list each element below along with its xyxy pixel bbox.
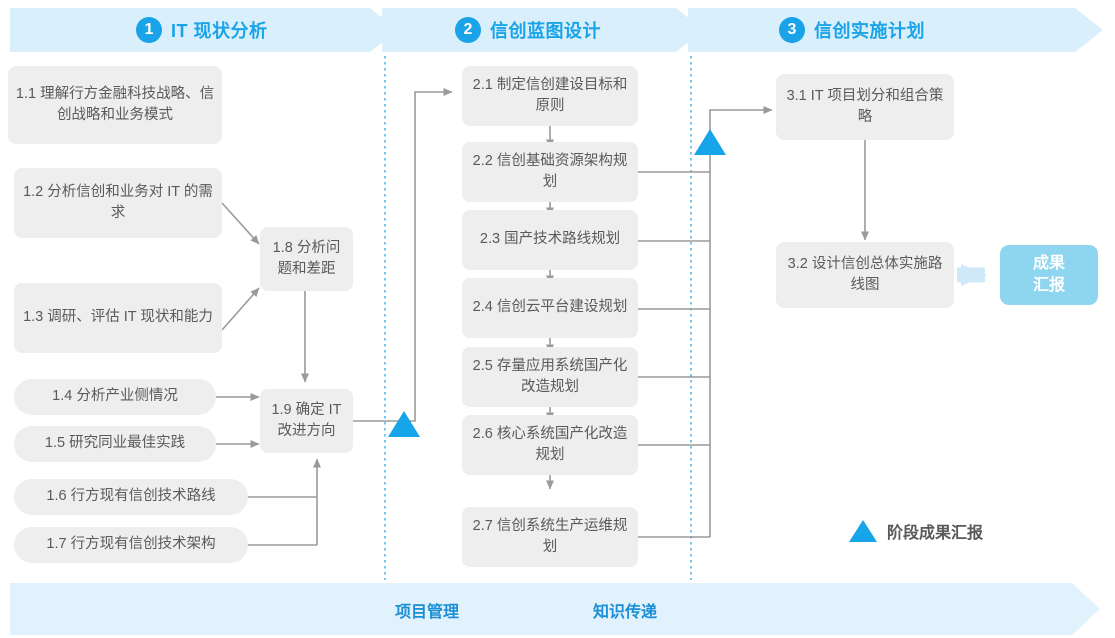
milestone-triangle-phase2	[694, 129, 726, 155]
phase-header-1: 1 IT 现状分析	[136, 13, 268, 47]
footer-item-knowledge-transfer: 知识传递	[593, 604, 658, 621]
process-box-3-2[interactable]: 3.2 设计信创总体实施路线图	[776, 242, 954, 308]
milestone-triangle-phase1	[388, 411, 420, 437]
legend-label: 阶段成果汇报	[887, 525, 984, 542]
phase-title-2: 信创蓝图设计	[490, 21, 601, 41]
phase-number-2: 2	[455, 17, 481, 43]
process-box-2-5[interactable]: 2.5 存量应用系统国产化改造规划	[462, 347, 638, 407]
process-box-1-6[interactable]: 1.6 行方现有信创技术路线	[14, 479, 248, 515]
process-box-1-9[interactable]: 1.9 确定 IT 改进方向	[260, 389, 353, 453]
process-box-1-5[interactable]: 1.5 研究同业最佳实践	[14, 426, 216, 462]
process-box-2-4[interactable]: 2.4 信创云平台建设规划	[462, 278, 638, 338]
phase-header-2: 2 信创蓝图设计	[455, 13, 601, 47]
process-box-3-1[interactable]: 3.1 IT 项目划分和组合策略	[776, 74, 954, 140]
result-report-box[interactable]: 成果 汇报	[1000, 245, 1098, 305]
phase-title-1: IT 现状分析	[171, 21, 268, 41]
phase-title-3: 信创实施计划	[814, 21, 925, 41]
process-box-2-6[interactable]: 2.6 核心系统国产化改造规划	[462, 415, 638, 475]
process-box-1-3[interactable]: 1.3 调研、评估 IT 现状和能力	[14, 283, 222, 353]
process-box-2-7[interactable]: 2.7 信创系统生产运维规划	[462, 507, 638, 567]
footer-item-project-management: 项目管理	[395, 604, 460, 621]
process-box-1-4[interactable]: 1.4 分析产业侧情况	[14, 379, 216, 415]
phase-number-3: 3	[779, 17, 805, 43]
process-box-1-1[interactable]: 1.1 理解行方金融科技战略、信创战略和业务模式	[8, 66, 222, 144]
process-box-2-2[interactable]: 2.2 信创基础资源架构规划	[462, 142, 638, 202]
process-box-2-3[interactable]: 2.3 国产技术路线规划	[462, 210, 638, 270]
legend: 阶段成果汇报	[849, 519, 983, 543]
process-box-2-1[interactable]: 2.1 制定信创建设目标和原则	[462, 66, 638, 126]
phase-number-1: 1	[136, 17, 162, 43]
milestone-triangle-icon	[849, 520, 877, 542]
process-box-1-7[interactable]: 1.7 行方现有信创技术架构	[14, 527, 248, 563]
phase-header-3: 3 信创实施计划	[779, 13, 925, 47]
process-box-1-2[interactable]: 1.2 分析信创和业务对 IT 的需求	[14, 168, 222, 238]
process-box-1-8[interactable]: 1.8 分析问题和差距	[260, 227, 353, 291]
